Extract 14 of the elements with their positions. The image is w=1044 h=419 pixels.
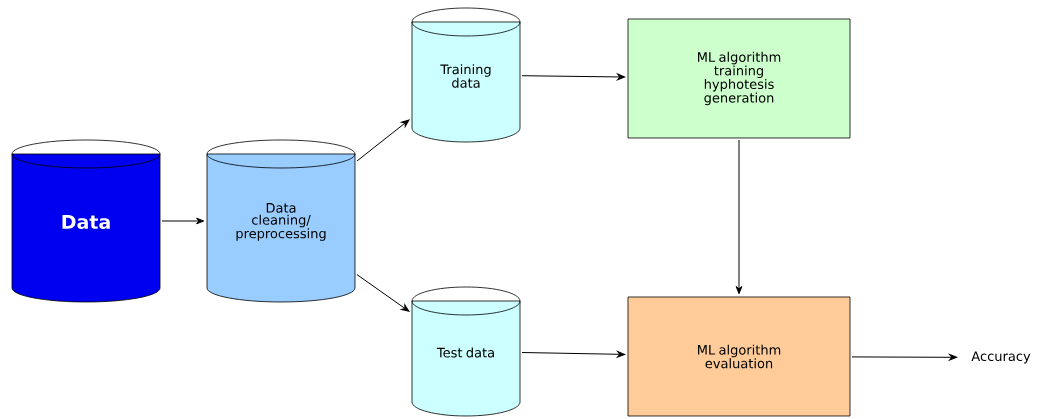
arrow [161,217,205,225]
database-cylinder: Data cleaning/ preprocessing [206,139,356,303]
arrow [356,274,410,312]
process-box: ML algorithm evaluation [627,296,851,417]
arrow [521,350,626,358]
process-box: ML algorithm training hyphotesis generation [627,18,851,139]
output-label: Accuracy [971,351,1031,364]
arrow [356,119,410,162]
database-cylinder: Training data [411,7,521,143]
arrow [735,139,743,295]
database-cylinder: Test data [411,286,521,417]
database-cylinder: Data [11,139,161,303]
arrow [521,73,626,81]
arrow [851,353,958,361]
